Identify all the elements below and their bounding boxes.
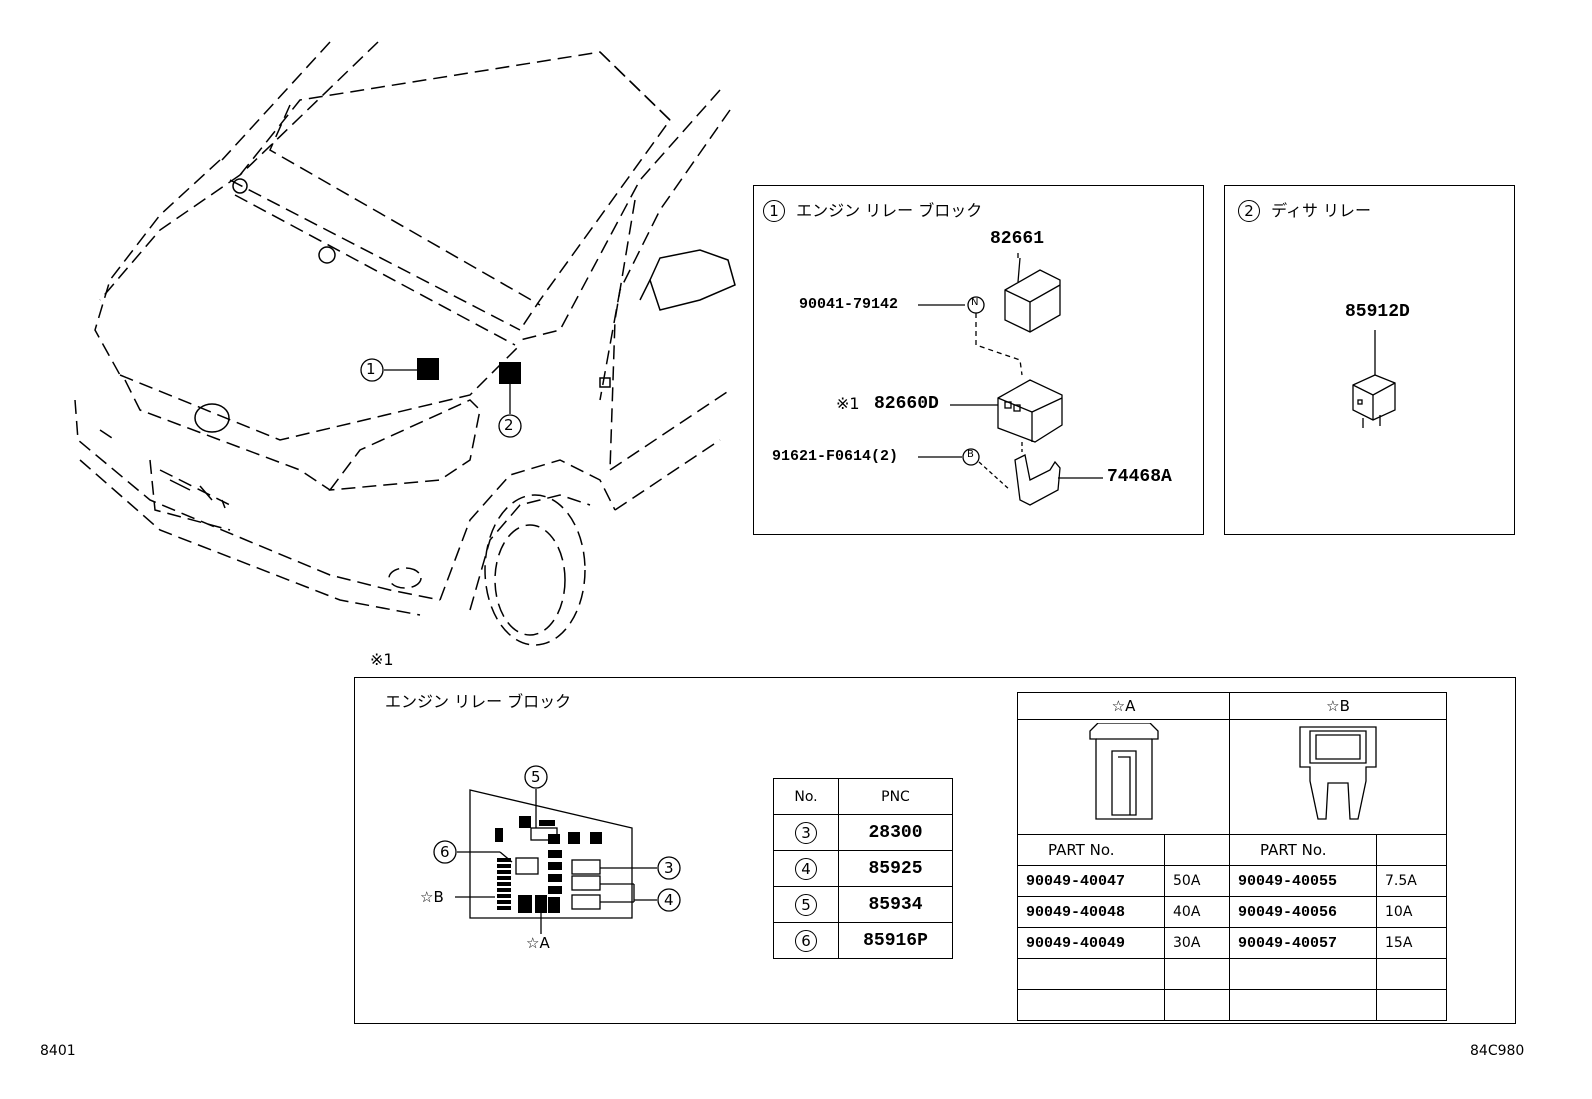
fuse-b-drawing-cell xyxy=(1229,719,1447,835)
block-note: ※1 xyxy=(836,394,860,413)
panel2-number: 2 xyxy=(1238,200,1260,222)
footer-right-code: 84C980 xyxy=(1470,1043,1525,1059)
part-bolt-label: 90041-79142 xyxy=(799,296,899,313)
pnc-no: 3 xyxy=(795,821,817,844)
fuse-b-part: 90049-40057 xyxy=(1229,927,1377,959)
car-illustration xyxy=(74,41,736,646)
bolt-marker: N xyxy=(971,297,979,308)
fuse-group-b: ☆B xyxy=(1229,692,1447,720)
table-row: 5 85934 xyxy=(773,886,953,923)
layout-callout-6: 6 xyxy=(440,843,450,861)
layout-callout-3: 3 xyxy=(664,859,674,877)
table-row: 6 85916P xyxy=(773,922,953,959)
layout-callout-4: 4 xyxy=(664,891,674,909)
detail-panel xyxy=(354,677,1516,1024)
fuse-a-amp: 50A xyxy=(1164,865,1230,897)
part-74468A-label: 74468A xyxy=(1107,467,1172,487)
pnc-header-pnc: PNC xyxy=(838,778,953,815)
pnc-table: No. PNC 3 28300 4 85925 5 85934 6 85916P xyxy=(773,778,953,959)
panel2-heading: 2 ディサ リレー xyxy=(1238,197,1371,222)
fuse-group-a: ☆A xyxy=(1017,692,1230,720)
panel1-title: エンジン リレー ブロック xyxy=(796,201,983,220)
pnc-value: 85934 xyxy=(838,886,953,923)
table-row: 90049-40048 40A 90049-40056 10A xyxy=(1017,896,1447,928)
fuse-b-part-header: PART No. xyxy=(1229,834,1377,866)
part-85912D-label: 85912D xyxy=(1345,302,1410,322)
fuse-a-drawing-cell xyxy=(1017,719,1230,835)
fuse-a-amp-header xyxy=(1164,834,1230,866)
fuse-a-part: 90049-40048 xyxy=(1017,896,1165,928)
pnc-header-no: No. xyxy=(773,778,839,815)
fuse-b-amp: 7.5A xyxy=(1376,865,1447,897)
fuse-a-icon xyxy=(1088,722,1159,820)
panel1-heading: 1 エンジン リレー ブロック xyxy=(763,197,982,222)
pnc-no: 4 xyxy=(795,857,817,880)
callout-1: 1 xyxy=(366,360,376,378)
table-row-empty xyxy=(1017,958,1447,990)
layout-star-a: ☆A xyxy=(526,934,550,952)
layout-callout-5: 5 xyxy=(531,768,541,786)
fuse-a-part: 90049-40047 xyxy=(1017,865,1165,897)
fuse-b-part: 90049-40055 xyxy=(1229,865,1377,897)
pnc-no: 5 xyxy=(795,893,817,916)
part-nut-label: 91621-F0614(2) xyxy=(772,448,899,465)
detail-title: エンジン リレー ブロック xyxy=(385,692,572,711)
table-row: 90049-40047 50A 90049-40055 7.5A xyxy=(1017,865,1447,897)
table-row: 90049-40049 30A 90049-40057 15A xyxy=(1017,927,1447,959)
layout-star-b: ☆B xyxy=(420,888,444,906)
fuse-b-amp-header xyxy=(1376,834,1447,866)
panel2-title: ディサ リレー xyxy=(1271,201,1372,220)
fuse-a-part: 90049-40049 xyxy=(1017,927,1165,959)
fuse-b-amp: 10A xyxy=(1376,896,1447,928)
fuse-b-part: 90049-40056 xyxy=(1229,896,1377,928)
panel1-number: 1 xyxy=(763,200,785,222)
fuse-a-amp: 30A xyxy=(1164,927,1230,959)
fuse-b-amp: 15A xyxy=(1376,927,1447,959)
pnc-no: 6 xyxy=(795,929,817,952)
pnc-value: 28300 xyxy=(838,814,953,851)
panel-engine-relay-block xyxy=(753,185,1204,535)
part-82661-label: 82661 xyxy=(990,229,1045,249)
table-row-empty xyxy=(1017,989,1447,1021)
nut-marker: B xyxy=(967,449,974,460)
table-row: 4 85925 xyxy=(773,850,953,887)
footer-left-code: 8401 xyxy=(40,1043,76,1059)
pnc-value: 85925 xyxy=(838,850,953,887)
fuse-a-amp: 40A xyxy=(1164,896,1230,928)
detail-note: ※1 xyxy=(370,650,394,669)
fuse-table: ☆A ☆B PART No. xyxy=(1017,692,1447,1021)
panel-relay xyxy=(1224,185,1515,535)
table-row: 3 28300 xyxy=(773,814,953,851)
fuse-b-icon xyxy=(1299,726,1377,820)
pnc-value: 85916P xyxy=(838,922,953,959)
callout-2: 2 xyxy=(504,416,514,434)
part-82660D-label: 82660D xyxy=(874,394,939,414)
fuse-a-part-header: PART No. xyxy=(1017,834,1165,866)
